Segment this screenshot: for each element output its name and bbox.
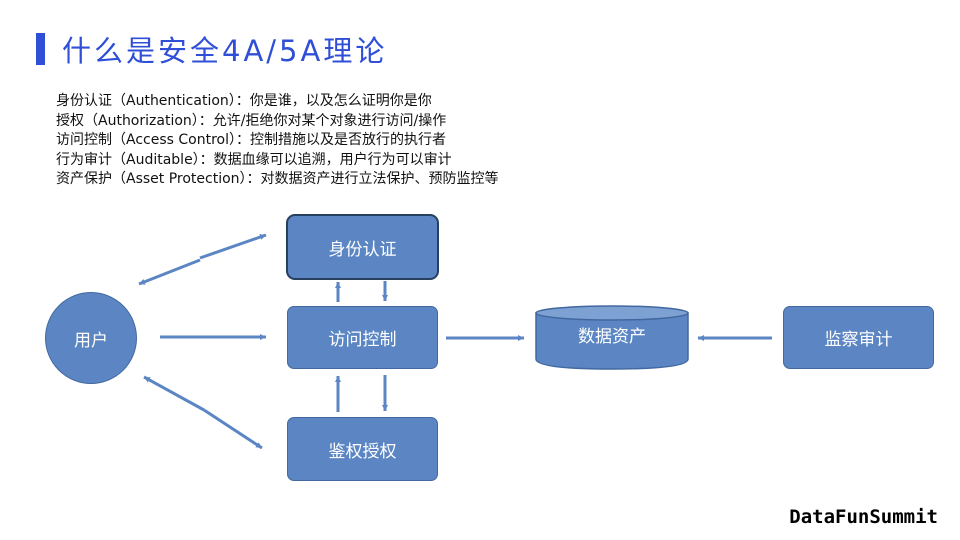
arrow-authentication-to-user [138, 258, 201, 286]
definition-authentication: 身份认证（Authentication）：你是谁，以及怎么证明你是你 [56, 93, 432, 109]
title-accent-bar [36, 33, 45, 65]
authentication-label: 身份认证 [328, 239, 397, 260]
audit-node: 监察审计 [783, 306, 934, 369]
definition-access-control: 访问控制（Access Control）：控制措施以及是否放行的执行者 [56, 132, 446, 148]
definitions-list: 身份认证（Authentication）：你是谁，以及怎么证明你是你 授权（Au… [56, 92, 499, 190]
authorization-node: 鉴权授权 [287, 417, 438, 481]
definition-authorization: 授权（Authorization）：允许/拒绝你对某个对象进行访问/操作 [56, 112, 447, 129]
user-label: 用户 [74, 330, 108, 351]
page-title: 什么是安全4A/5A理论 [62, 34, 388, 68]
audit-label: 监察审计 [824, 330, 893, 350]
data-assets-cylinder [535, 305, 689, 370]
brand-logo: DataFunSummit [789, 506, 938, 528]
arrow-authorization-to-user [143, 375, 205, 412]
access-control-label: 访问控制 [328, 330, 397, 350]
arrow-user-to-authentication [199, 233, 267, 260]
definition-asset-protection: 资产保护（Asset Protection）：对数据资产进行立法保护、预防监控等 [56, 171, 499, 187]
user-node: 用户 [45, 292, 137, 384]
definition-auditable: 行为审计（Auditable）：数据血缘可以追溯，用户行为可以审计 [56, 151, 452, 168]
arrow-user-to-authorization [203, 408, 263, 450]
authentication-node: 身份认证 [286, 214, 439, 280]
access-control-node: 访问控制 [287, 306, 438, 369]
authorization-label: 鉴权授权 [328, 441, 397, 462]
data-assets-label: 数据资产 [578, 327, 646, 347]
